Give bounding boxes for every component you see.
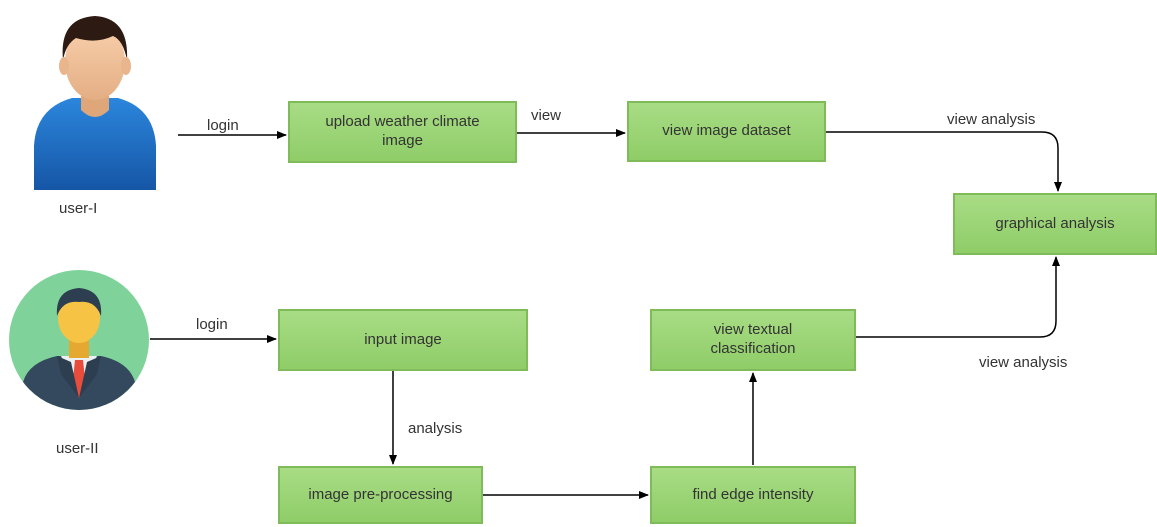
arrow-textual-to-graphical (856, 256, 1060, 338)
input-image-node: input image (278, 309, 528, 371)
user-1-avatar-icon (34, 16, 156, 190)
edge-label-view-analysis-bottom: view analysis (979, 354, 1068, 371)
user-2-label: user-II (56, 440, 99, 457)
user-2-avatar-icon (9, 270, 149, 410)
image-preprocessing-node: image pre-processing (278, 466, 483, 524)
arrow-dataset-to-graphical (826, 131, 1062, 192)
edge-label-analysis: analysis (408, 420, 463, 437)
edge-label-view-analysis-top: view analysis (947, 111, 1036, 128)
user-1-label: user-I (59, 200, 98, 217)
view-textual-classification-node: view textual classification (650, 309, 856, 371)
edge-label-login-user2: login (196, 316, 228, 333)
view-image-dataset-node: view image dataset (627, 101, 826, 162)
edge-label-login-user1: login (207, 117, 239, 134)
upload-image-node: upload weather climate image (288, 101, 517, 163)
edge-label-view: view (531, 107, 562, 124)
find-edge-intensity-node: find edge intensity (650, 466, 856, 524)
graphical-analysis-node: graphical analysis (953, 193, 1157, 255)
